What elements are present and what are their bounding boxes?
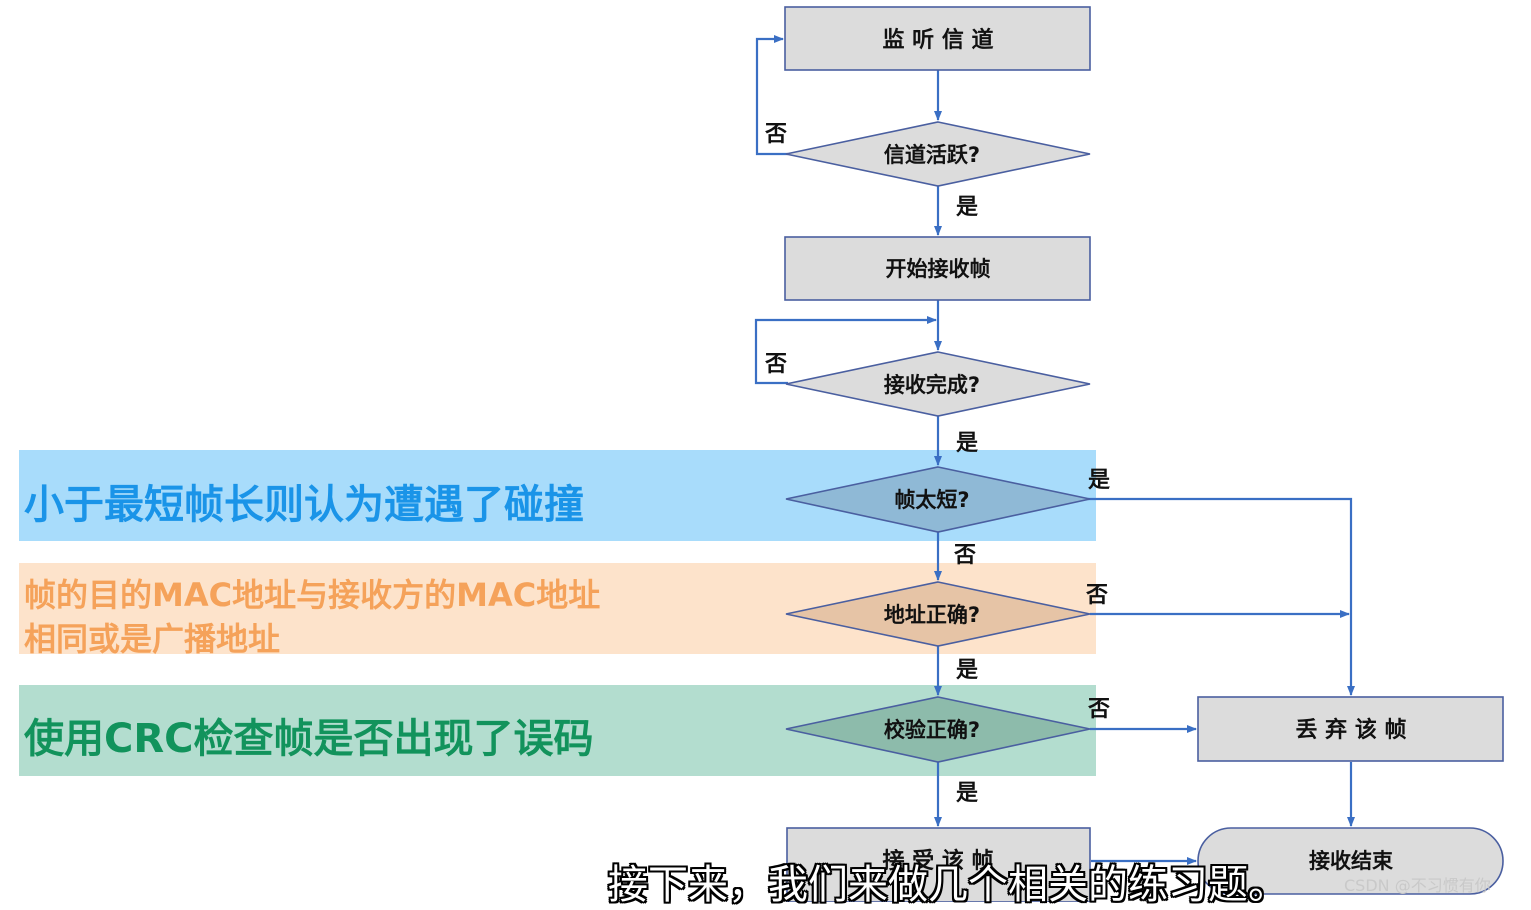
node-addr-diamond — [785, 581, 1091, 647]
node-accept-label: 接 受 该 帧 — [883, 848, 994, 874]
node-tooshort-diamond — [785, 466, 1091, 533]
node-accept-box — [786, 827, 1091, 902]
edge-label-active-no: 否 — [764, 122, 787, 147]
edge-label-tooshort-no: 否 — [953, 543, 976, 568]
node-discard-box — [1197, 696, 1504, 762]
node-check-label: 校验正确? — [884, 718, 980, 742]
edge-label-complete-no: 否 — [764, 352, 787, 377]
node-end-label: 接收结束 — [1309, 849, 1394, 873]
band-collision-text: 小于最短帧长则认为遭遇了碰撞 — [24, 482, 584, 528]
node-tooshort-label: 帧太短? — [894, 488, 969, 512]
edge-tooshort-yes-discard — [1088, 497, 1355, 696]
node-addr-label: 地址正确? — [884, 603, 980, 627]
node-end-terminator — [1197, 827, 1504, 895]
node-complete-diamond — [785, 351, 1091, 417]
edge-label-addr-no: 否 — [1085, 583, 1108, 608]
edge-label-tooshort-yes: 是 — [1088, 468, 1110, 493]
band-mac-text-line1: 帧的目的MAC地址与接收方的MAC地址 — [24, 576, 601, 614]
node-listen-label: 监 听 信 道 — [883, 27, 994, 53]
node-active-diamond — [785, 121, 1091, 187]
edge-label-complete-yes: 是 — [956, 431, 978, 456]
node-check-diamond — [785, 696, 1091, 763]
edge-label-check-yes: 是 — [956, 781, 978, 806]
edge-label-active-yes: 是 — [956, 195, 978, 220]
edge-complete-no-loop — [754, 316, 937, 385]
node-listen-box — [784, 6, 1091, 71]
edge-label-check-no: 否 — [1087, 697, 1110, 722]
node-start-label: 开始接收帧 — [886, 257, 991, 281]
csdn-watermark: CSDN @不习惯有你 — [1344, 876, 1491, 895]
node-complete-label: 接收完成? — [884, 373, 980, 397]
node-active-label: 信道活跃? — [884, 143, 980, 167]
node-discard-label: 丢 弃 该 帧 — [1296, 717, 1407, 743]
edge-label-addr-yes: 是 — [956, 658, 978, 683]
edge-active-no-loop — [755, 35, 788, 156]
node-start-box — [784, 236, 1091, 301]
band-mac-text-line2: 相同或是广播地址 — [24, 620, 281, 658]
video-subtitle: 接下来，我们来做几个相关的练习题。 — [608, 862, 1288, 908]
band-crc-text: 使用CRC检查帧是否出现了误码 — [24, 716, 594, 762]
